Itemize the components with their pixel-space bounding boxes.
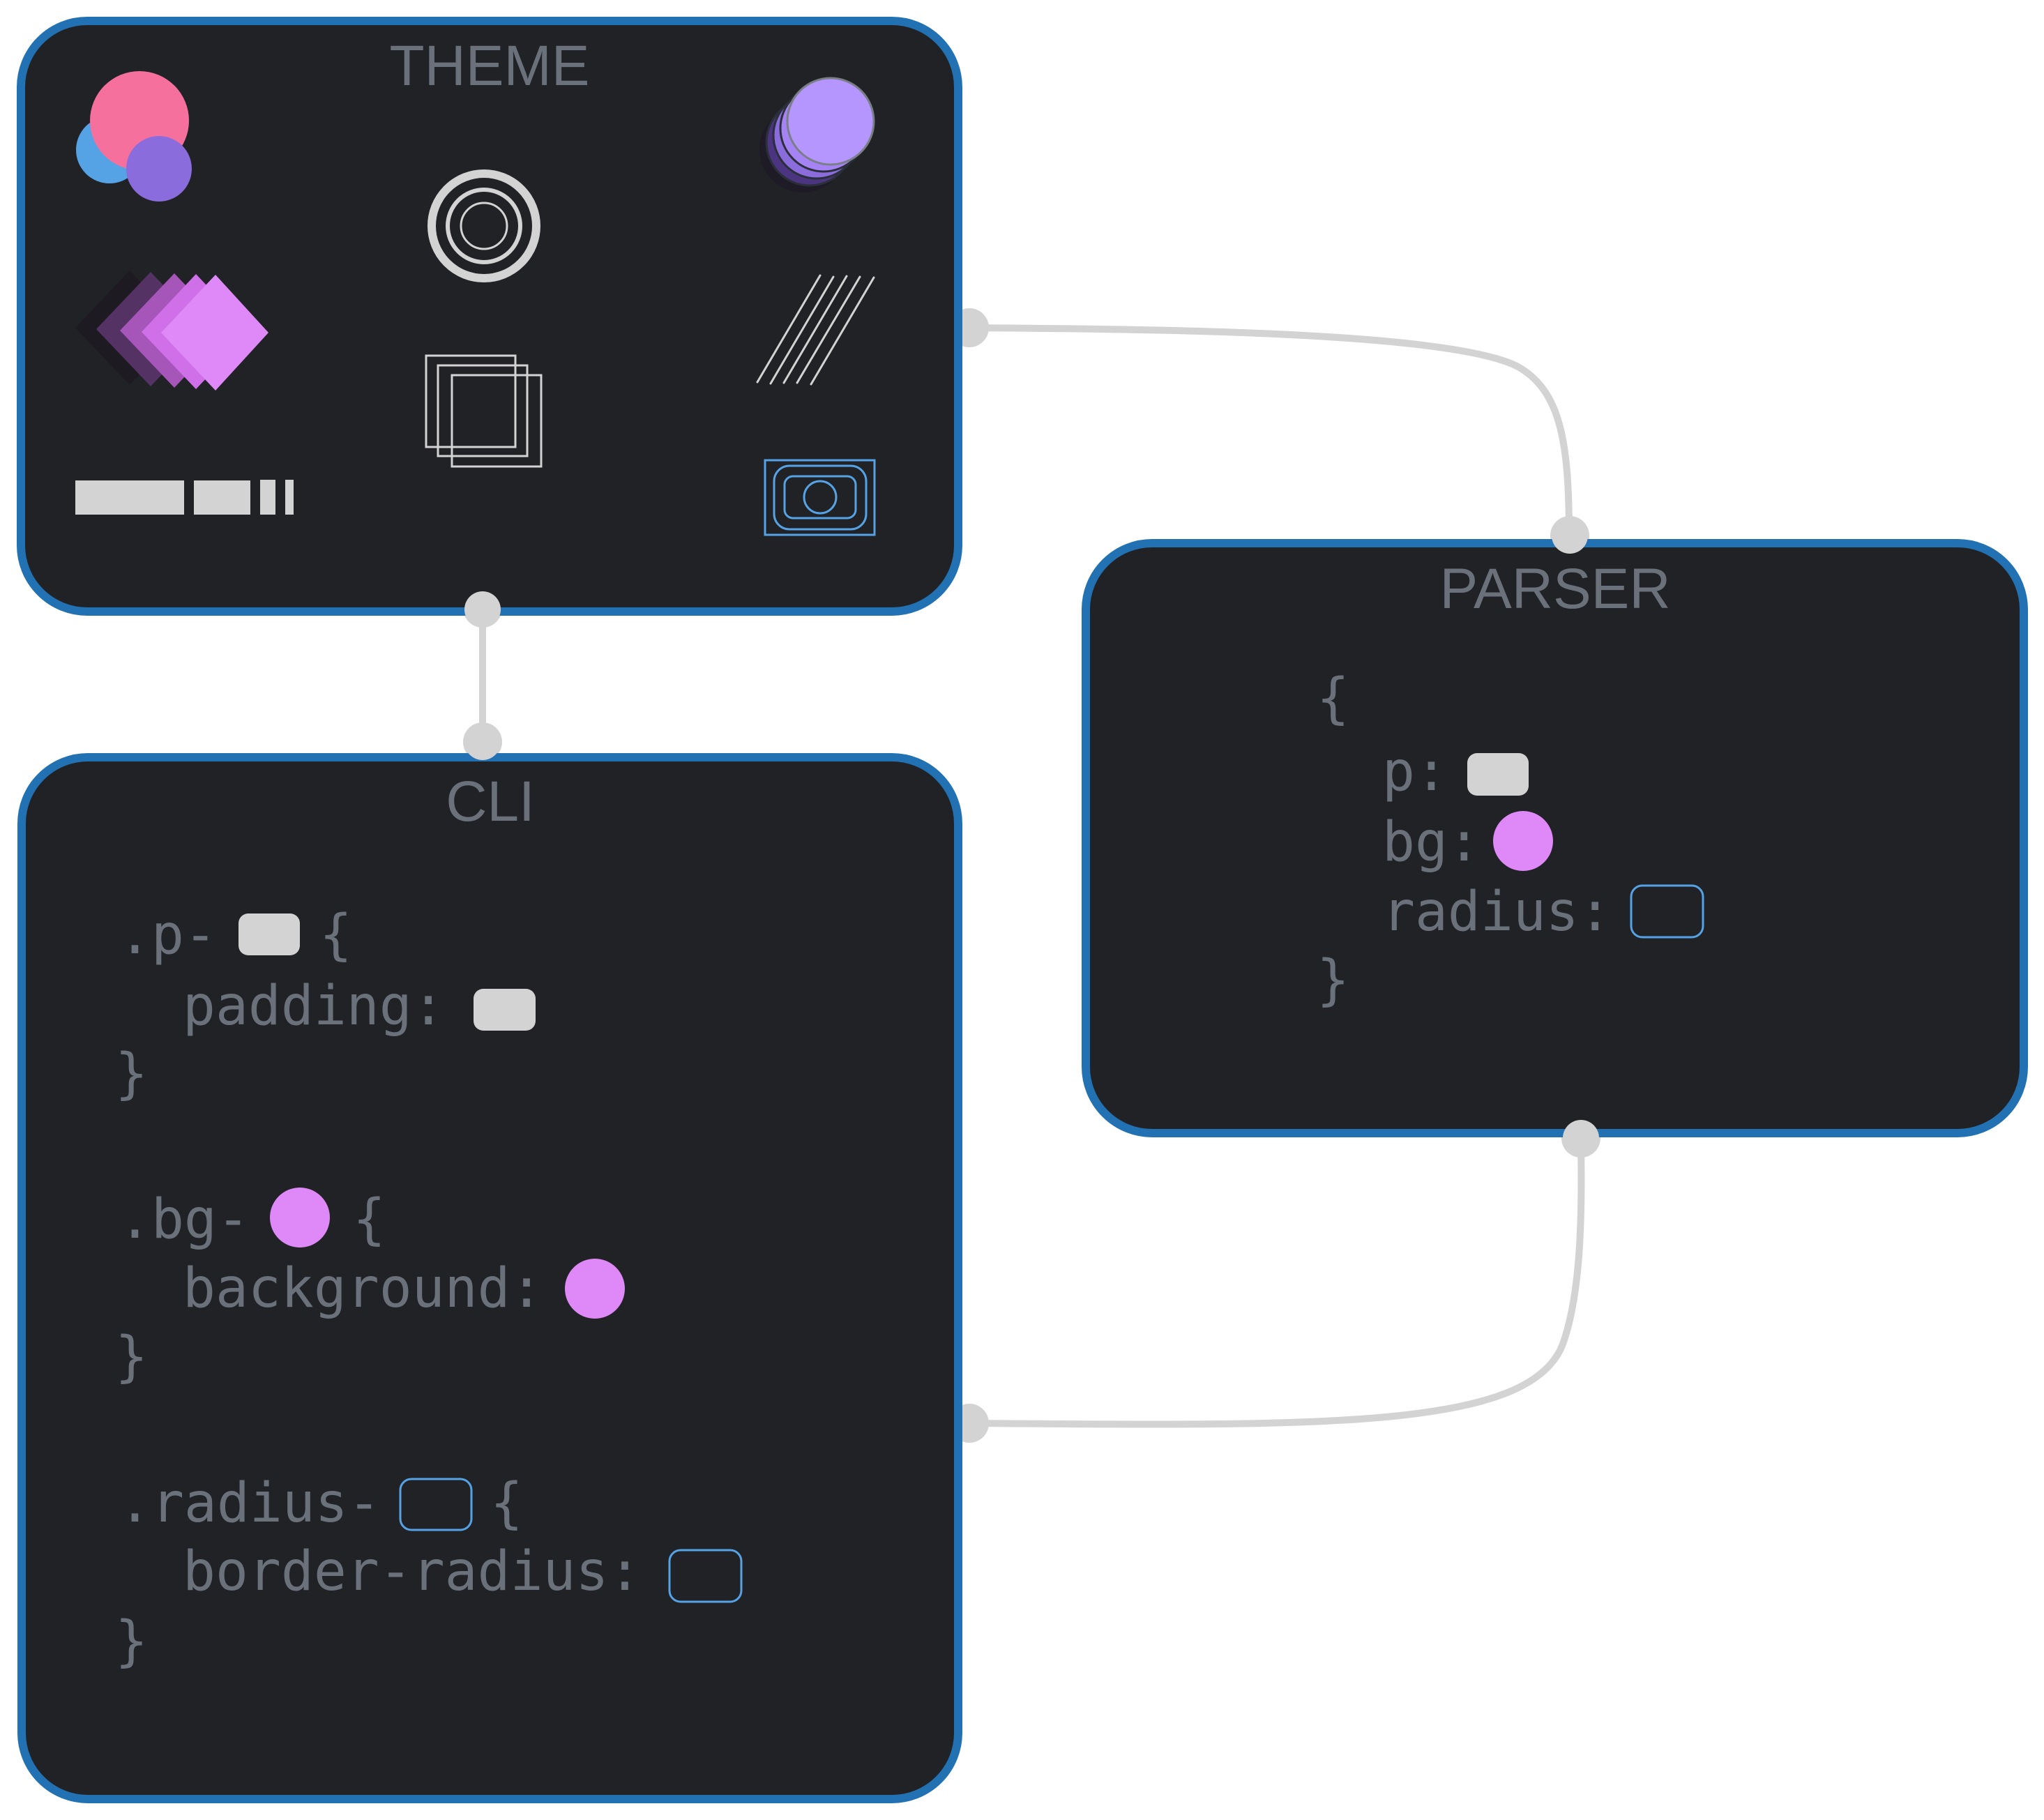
theme-title: THEME — [390, 34, 590, 98]
cli-close-brace: } — [115, 1610, 148, 1673]
overlapping-circles-icon — [76, 71, 192, 202]
nested-rounded-rects-icon — [764, 459, 876, 536]
cli-property: border-radius: — [183, 1540, 641, 1603]
background-swatch — [565, 1259, 625, 1319]
padding-swatch — [1467, 753, 1529, 796]
cli-rule-radius: .radius- { border-radius: } — [115, 1472, 743, 1673]
spacing-bars-icon — [75, 480, 294, 515]
cli-open-brace: { — [353, 1188, 386, 1251]
stacked-squares-icon — [425, 354, 543, 468]
padding-swatch — [239, 913, 300, 955]
edge-theme-parser — [962, 324, 1573, 540]
port-parser-top[interactable] — [1552, 517, 1588, 554]
padding-swatch — [474, 989, 536, 1031]
parser-open-brace: { — [1317, 667, 1349, 730]
cli-selector: .radius- — [119, 1472, 381, 1535]
diagonal-lines-icon — [756, 274, 875, 386]
port-cli-top[interactable] — [464, 724, 501, 760]
node-theme[interactable]: THEME — [17, 17, 962, 616]
stacked-diamonds-icon — [75, 271, 268, 390]
background-swatch — [1493, 811, 1553, 871]
cli-close-brace: } — [115, 1326, 148, 1388]
cli-property: padding: — [183, 975, 445, 1038]
node-parser[interactable]: PARSER { p: bg: radius: } — [1082, 539, 2028, 1137]
cli-open-brace: { — [319, 904, 352, 966]
connector-ports-overlay — [464, 517, 1599, 1156]
concentric-rings-icon — [427, 169, 540, 282]
cli-property: background: — [183, 1257, 543, 1320]
background-swatch — [270, 1188, 330, 1248]
cli-selector: .p- — [119, 904, 217, 966]
node-cli[interactable]: CLI .p- { padding: } .bg- { background: … — [17, 753, 962, 1803]
radius-swatch — [1630, 884, 1704, 939]
port-parser-bottom[interactable] — [1563, 1120, 1599, 1156]
cli-title: CLI — [446, 770, 535, 833]
cli-open-brace: { — [490, 1472, 523, 1535]
stacked-circles-icon — [759, 77, 875, 192]
parser-key-bg: bg: — [1382, 811, 1481, 874]
parser-key-radius: radius: — [1382, 881, 1612, 943]
connectors — [479, 324, 1585, 1428]
parser-title: PARSER — [1439, 557, 1670, 621]
port-theme-bottom[interactable] — [464, 591, 501, 628]
cli-selector: .bg- — [119, 1188, 250, 1251]
radius-swatch — [399, 1478, 473, 1531]
edge-parser-cli — [966, 1133, 1585, 1428]
parser-box[interactable] — [1082, 539, 2028, 1137]
parser-key-p: p: — [1382, 741, 1448, 803]
cli-rule-background: .bg- { background: } — [115, 1188, 625, 1388]
parser-close-brace: } — [1317, 949, 1349, 1012]
radius-swatch — [668, 1549, 743, 1603]
cli-rule-padding: .p- { padding: } — [115, 904, 536, 1105]
cli-close-brace: } — [115, 1042, 148, 1105]
